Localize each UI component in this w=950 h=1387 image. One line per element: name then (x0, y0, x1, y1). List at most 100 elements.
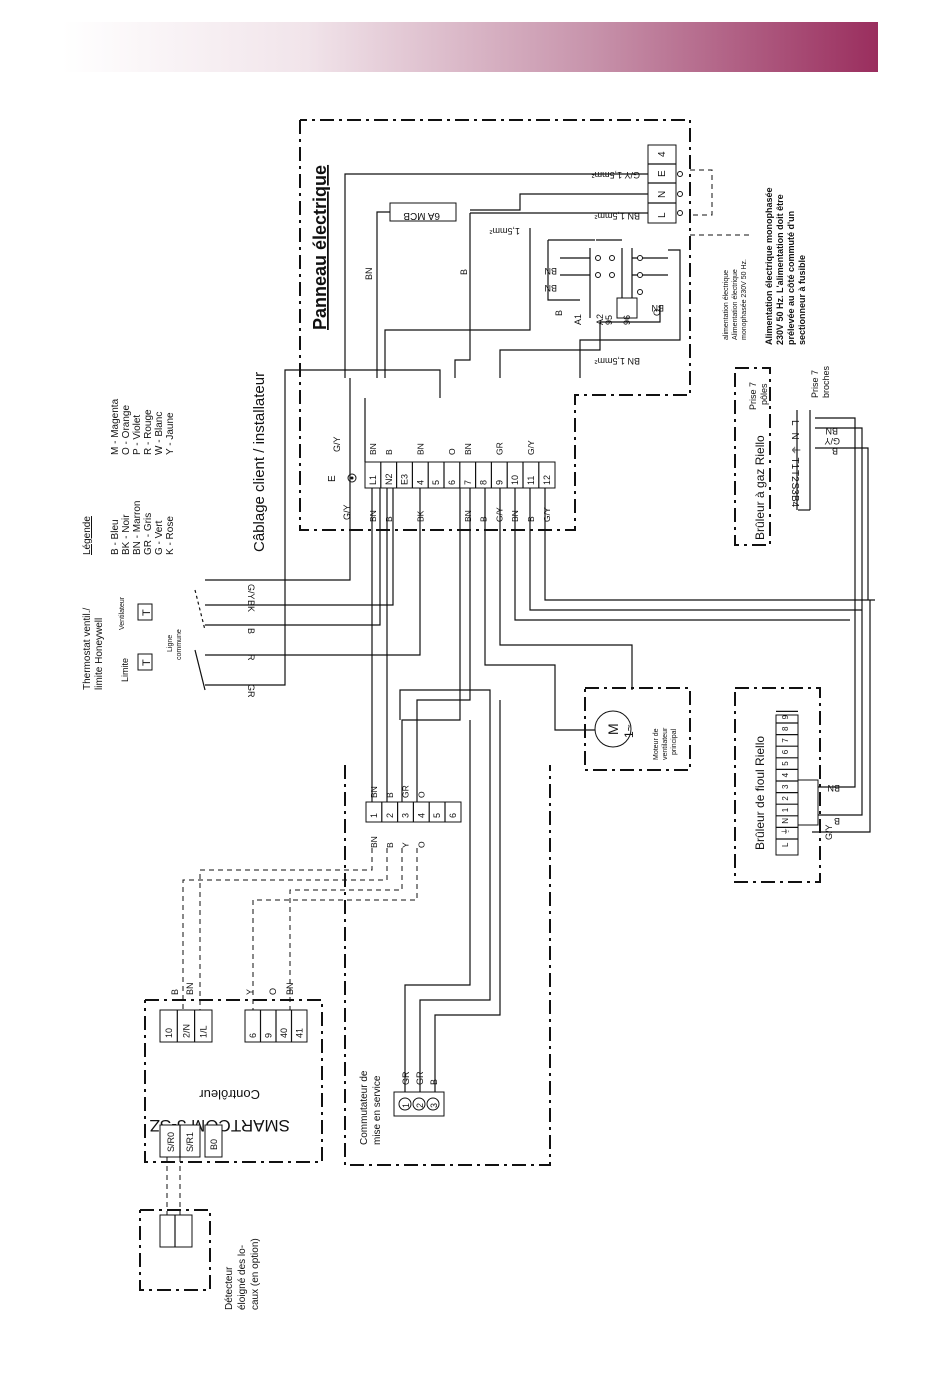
oil-terminal: 2 (781, 796, 790, 801)
detector-title-0: Détecteur (224, 1266, 235, 1310)
switch-terminal (426, 1097, 440, 1111)
legend-item: W - Blanc (154, 412, 165, 455)
panel-bottom-color: B (384, 516, 394, 522)
legend-item: M - Magenta (110, 398, 121, 455)
wire-b-label: 1,5mm² (489, 226, 520, 236)
relay-o: O (652, 309, 662, 316)
gas-pin: N (789, 433, 800, 440)
controller-terminal: 2/N (181, 1024, 191, 1038)
tb-top-color: B (385, 792, 395, 798)
oil-terminal: 3 (781, 784, 790, 789)
tb-terminal: 1 (369, 813, 379, 818)
legend-item: GR - Gris (143, 513, 154, 555)
gas-plug-1a: Prise 7 (748, 382, 758, 410)
contactor-a1: A1 (573, 314, 583, 325)
panel-title: Panneau électrique (310, 165, 330, 330)
controller-terminal: 40 (279, 1028, 289, 1038)
legend-item: B - Bleu (110, 519, 121, 555)
oil-terminal: 6 (781, 749, 790, 754)
oil-terminal: 9 (781, 714, 790, 719)
panel-terminal: 8 (479, 480, 489, 485)
controller-terminal: 10 (164, 1028, 174, 1038)
legend-item: K - Rose (165, 516, 176, 555)
gas-pin: T1 (789, 458, 800, 470)
thermostat-common-0: Ligne (167, 635, 174, 652)
motor-phase: 1~ (622, 724, 636, 738)
legend-item: BN - Marron (132, 501, 143, 555)
mains-term-E: E (657, 170, 668, 177)
earth-label: E (327, 475, 338, 482)
mains-terminal-strip: L N E 4 (647, 144, 683, 224)
supply-bold-1: 230V 50 Hz. L'alimentation doit être (775, 194, 785, 345)
remote-detector: Détecteur éloigné des lo- caux (en optio… (139, 1157, 261, 1310)
gas-pin: S3 (789, 483, 800, 496)
contactor-a2: A2 (595, 314, 605, 325)
gas-color-gy: G/Y (824, 436, 840, 446)
mains-term-L: L (657, 212, 668, 218)
panel-top-color: GR (494, 442, 504, 455)
legend-item: G - Vert (154, 520, 165, 555)
controller-subtitle: Contrôleur (199, 1087, 260, 1102)
tb-terminal: 4 (416, 813, 426, 818)
switch-terminal-number: 1 (401, 1103, 411, 1108)
thermostat-t-2: T (141, 609, 153, 616)
switch-title-0: Commutateur de (359, 1070, 370, 1145)
legend-item: Y - Jaune (165, 412, 176, 455)
oil-terminal: 5 (781, 761, 790, 766)
legend-item: R - Rouge (143, 409, 154, 455)
oil-terminal: ⏚ (781, 827, 790, 835)
wire-bn2-label: BN 1,5mm² (594, 356, 640, 366)
relay-bn-1: BN (544, 266, 557, 276)
oil-terminal: L (781, 842, 790, 847)
tb-terminal: 6 (448, 813, 458, 818)
thermo-wire-r: R (246, 654, 256, 661)
controller-terminal: 9 (264, 1033, 274, 1038)
panel-top-color: B (384, 449, 394, 455)
ctrl-wire-bn: BN (185, 982, 195, 995)
bn-wire-label: BN (364, 267, 374, 280)
supply-note: alimentation électrique Alimentation éle… (723, 187, 807, 345)
gas-burner: Brûleur à gaz Riello Prise 7 pôles Prise… (734, 365, 869, 610)
oil-terminal: 4 (781, 772, 790, 777)
oil-terminal: 1 (781, 807, 790, 812)
ctrl-wire-bn2: BN (285, 982, 295, 995)
panel-bottom-color: G/Y (542, 507, 552, 522)
oil-color-bn: BN (827, 783, 840, 793)
tb-top-color: O (416, 791, 426, 798)
mcb-label: 6A MCB (403, 210, 440, 221)
panel-terminal: N2 (384, 473, 394, 485)
controller-terminal: 1/L (199, 1025, 209, 1038)
panel-terminal: 11 (526, 476, 536, 485)
panel-terminal: 10 (510, 475, 520, 485)
contactor-relay: B BN BN B BN O A1 A2 95 (384, 213, 681, 378)
tb-top-color: BN (369, 786, 379, 798)
b-wire-label: B (459, 269, 469, 275)
motor-label-2: principal (671, 728, 678, 755)
controller-terminal: 41 (295, 1028, 305, 1038)
tb-bottom-color: BN (369, 836, 379, 848)
gas-plug-2a: Prise 7 (810, 370, 820, 398)
smartcom-controller: SMARTCOM 3-SZ Contrôleur 102/N1/L 694041… (144, 982, 323, 1163)
client-wiring-label: Câblage client / installateur (251, 372, 268, 552)
gas-plug-1b: pôles (759, 383, 769, 405)
panel-top-color: BN (368, 443, 378, 455)
oil-terminal: 7 (781, 738, 790, 743)
gas-color-bn: BN (825, 426, 838, 436)
legend-item: P - Violet (132, 415, 143, 455)
panel-terminal: 12 (542, 475, 552, 485)
thermo-wire-gy: G/Y (246, 584, 256, 600)
controller-terminal: B0 (209, 1139, 219, 1150)
controller-terminal: S/R0 (166, 1132, 176, 1152)
tb-terminal: 5 (432, 813, 442, 818)
panel-top-color: G/Y (526, 440, 536, 455)
legend-title: Légende (82, 516, 93, 555)
header-band (62, 22, 878, 72)
wire-gy-label: G/Y 1,5mm² (592, 170, 640, 180)
thermostat-common-1: commune (176, 629, 183, 660)
thermo-wire-b: B (246, 628, 256, 634)
thermo-wire-gr: GR (246, 684, 256, 698)
tb-bottom-color: Y (401, 842, 411, 848)
